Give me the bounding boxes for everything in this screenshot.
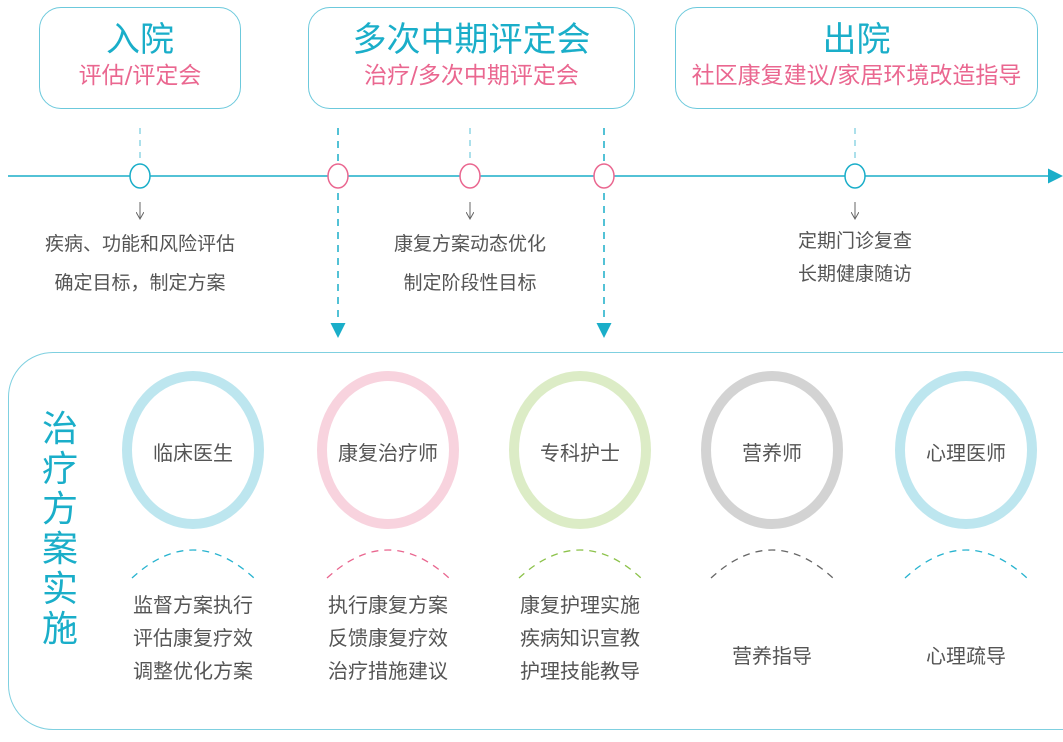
stage-subtitle: 评估/评定会 bbox=[78, 63, 202, 89]
role-name: 营养师 bbox=[742, 441, 802, 465]
stage-title: 出院 bbox=[822, 20, 891, 60]
role-ring bbox=[895, 371, 1037, 529]
role-name: 专科护士 bbox=[540, 441, 620, 465]
duty-item: 疾病知识宣教 bbox=[520, 626, 640, 650]
duty-item: 治疗措施建议 bbox=[328, 659, 448, 683]
role-duties: 监督方案执行评估康复疗效调整优化方案 bbox=[103, 589, 283, 688]
role-ring bbox=[317, 371, 459, 529]
duty-item: 康复护理实施 bbox=[520, 593, 640, 617]
stage-midterm-review: 多次中期评定会 治疗/多次中期评定会 bbox=[308, 7, 635, 109]
duty-item: 营养指导 bbox=[732, 644, 812, 668]
duty-item: 执行康复方案 bbox=[328, 593, 448, 617]
milestone-review-3 bbox=[593, 163, 615, 189]
role-name: 康复治疗师 bbox=[338, 441, 438, 465]
stage-admission: 入院 评估/评定会 bbox=[39, 7, 241, 109]
milestone-admission bbox=[129, 163, 151, 189]
note-line: 疾病、功能和风险评估 bbox=[44, 233, 235, 255]
role-arc bbox=[904, 549, 1028, 579]
duty-item: 护理技能教导 bbox=[520, 659, 640, 683]
role-arc bbox=[326, 549, 450, 579]
role-duties: 心理疏导 bbox=[876, 640, 1056, 673]
note-line: 康复方案动态优化 bbox=[393, 233, 546, 255]
milestone-review-2 bbox=[459, 163, 481, 189]
note-line: 制定阶段性目标 bbox=[403, 272, 537, 294]
midterm-notes: 康复方案动态优化制定阶段性目标 bbox=[340, 225, 600, 303]
role-arc bbox=[518, 549, 642, 579]
role-duties: 执行康复方案反馈康复疗效治疗措施建议 bbox=[298, 589, 478, 688]
role-duties: 康复护理实施疾病知识宣教护理技能教导 bbox=[490, 589, 670, 688]
duty-item: 监督方案执行 bbox=[133, 593, 253, 617]
duty-item: 调整优化方案 bbox=[133, 659, 253, 683]
role-arc bbox=[131, 549, 255, 579]
stage-title: 入院 bbox=[106, 20, 174, 60]
admission-notes: 疾病、功能和风险评估确定目标，制定方案 bbox=[10, 225, 270, 303]
stage-discharge: 出院 社区康复建议/家居环境改造指导 bbox=[675, 7, 1038, 109]
role-name: 心理医师 bbox=[926, 441, 1006, 465]
duty-item: 反馈康复疗效 bbox=[328, 626, 448, 650]
role-ring bbox=[509, 371, 651, 529]
note-line: 长期健康随访 bbox=[797, 263, 912, 285]
role-ring bbox=[701, 371, 843, 529]
note-line: 定期门诊复查 bbox=[797, 230, 912, 252]
role-arc bbox=[710, 549, 834, 579]
stage-subtitle: 社区康复建议/家居环境改造指导 bbox=[691, 63, 1022, 89]
implementation-panel bbox=[8, 352, 1063, 730]
role-duties: 营养指导 bbox=[682, 640, 862, 673]
stage-title: 多次中期评定会 bbox=[352, 20, 591, 60]
note-line: 确定目标，制定方案 bbox=[54, 272, 226, 294]
discharge-notes: 定期门诊复查长期健康随访 bbox=[725, 225, 985, 291]
implementation-label: 治疗方案实施 bbox=[41, 409, 78, 650]
milestone-discharge bbox=[844, 163, 866, 189]
duty-item: 评估康复疗效 bbox=[133, 626, 253, 650]
stage-subtitle: 治疗/多次中期评定会 bbox=[364, 63, 579, 89]
duty-item: 心理疏导 bbox=[926, 644, 1006, 668]
role-ring bbox=[122, 371, 264, 529]
role-name: 临床医生 bbox=[153, 441, 233, 465]
milestone-review-1 bbox=[327, 163, 349, 189]
